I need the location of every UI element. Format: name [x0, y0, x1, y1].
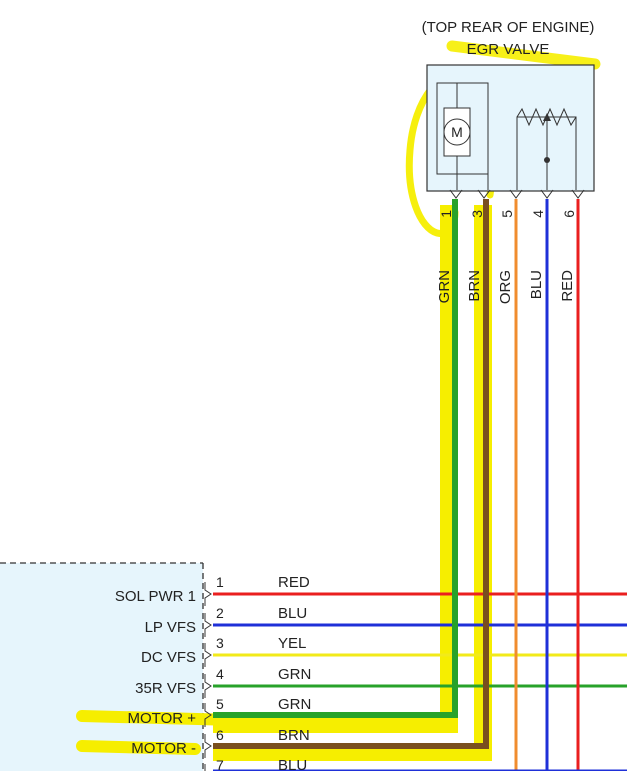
bracket-pin5 — [204, 703, 212, 727]
motor-plus-label-highlight — [76, 710, 241, 726]
wire-label-pin2: BLU — [278, 605, 307, 622]
motor-symbol: M — [451, 124, 463, 140]
controller-module — [0, 563, 203, 773]
motor-minus-label-highlight — [76, 740, 201, 755]
connector-chevron-pin3 — [477, 189, 491, 199]
wiper-junction-dot — [544, 157, 550, 163]
controller-pin-5: 5 — [216, 696, 224, 712]
bracket-pin1 — [204, 582, 212, 606]
wire-label-brn: BRN — [466, 270, 483, 302]
pin-number-3: 3 — [469, 210, 485, 218]
motor-plus-wire-highlight — [213, 205, 458, 733]
bracket-pin4 — [204, 674, 212, 698]
wire-label-pin1: RED — [278, 574, 310, 591]
vertical-wire-labels: GRN BRN ORG BLU RED — [436, 270, 576, 304]
connector-chevron-pin4 — [540, 189, 554, 199]
terminal-name-lp-vfs: LP VFS — [145, 619, 196, 636]
bracket-pin3 — [204, 643, 212, 667]
connector-chevron-pin1 — [449, 189, 463, 199]
component-title: EGR VALVE — [467, 41, 550, 58]
terminal-name-motor-plus: MOTOR + — [128, 710, 197, 727]
terminal-name-motor-minus: MOTOR - — [131, 740, 196, 757]
pin-number-5: 5 — [499, 210, 515, 218]
connector-chevron-pin5 — [509, 189, 523, 199]
wire-label-org: ORG — [497, 270, 514, 304]
bracket-pin6 — [204, 734, 212, 758]
controller-pin-numbers: 1 2 3 4 5 6 7 — [216, 574, 224, 773]
valve-pin-numbers: 1 3 5 4 6 — [438, 210, 577, 218]
controller-pin-4: 4 — [216, 666, 224, 682]
pin-number-4: 4 — [530, 210, 546, 218]
wire-grn-motor-plus — [213, 199, 458, 718]
terminal-name-35r-vfs: 35R VFS — [135, 680, 196, 697]
pin-number-1: 1 — [438, 210, 454, 218]
controller-terminal-names: SOL PWR 1 LP VFS DC VFS 35R VFS MOTOR + … — [115, 588, 196, 757]
wire-label-red: RED — [559, 270, 576, 302]
valve-connector — [449, 189, 585, 199]
bracket-pin2 — [204, 613, 212, 637]
controller-connector — [204, 582, 212, 771]
horizontal-wire-labels: RED BLU YEL GRN GRN BRN BLU — [278, 574, 311, 774]
wire-brn-motor-minus — [213, 199, 489, 749]
wire-label-pin6: BRN — [278, 727, 310, 744]
motor-icon — [443, 118, 471, 146]
controller-pin-6: 6 — [216, 727, 224, 743]
wire-label-pin3: YEL — [278, 635, 306, 652]
location-label: (TOP REAR OF ENGINE) — [422, 19, 595, 36]
wire-label-pin7: BLU — [278, 757, 307, 771]
wire-label-pin4: GRN — [278, 666, 311, 683]
controller-pin-7: 7 — [216, 757, 224, 771]
connector-chevron-pin6 — [571, 189, 585, 199]
wire-label-blu: BLU — [528, 270, 545, 299]
wiper-arrow-icon — [543, 113, 551, 121]
pin-number-6: 6 — [561, 210, 577, 218]
controller-pin-2: 2 — [216, 605, 224, 621]
controller-pin-1: 1 — [216, 574, 224, 590]
wire-label-grn: GRN — [436, 270, 453, 303]
terminal-name-sol-pwr-1: SOL PWR 1 — [115, 588, 196, 605]
terminal-name-dc-vfs: DC VFS — [141, 649, 196, 666]
controller-pin-3: 3 — [216, 635, 224, 651]
egr-label-highlight — [446, 40, 601, 70]
wire-label-pin5: GRN — [278, 696, 311, 713]
